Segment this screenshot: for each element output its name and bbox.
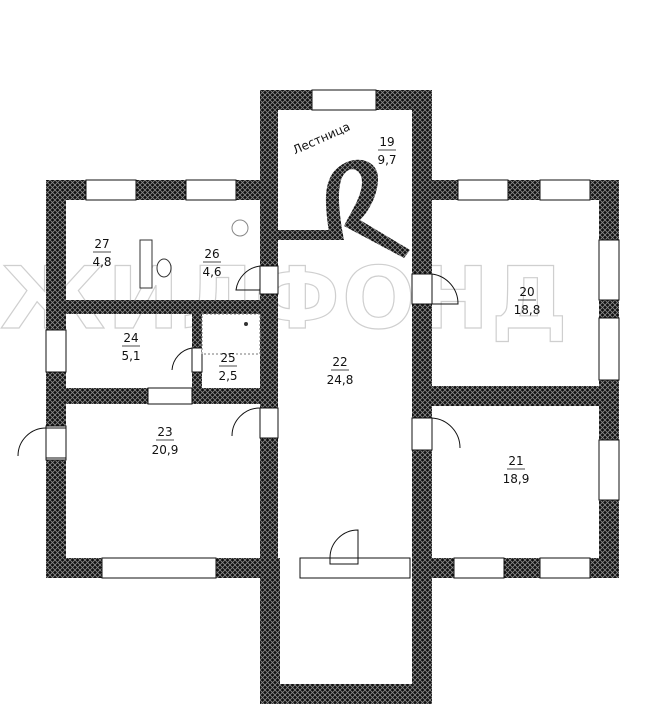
- fan: [231, 219, 249, 237]
- windows: [45, 89, 620, 579]
- room-label-25: 252,5: [218, 351, 237, 383]
- room-label-26: 264,6: [202, 247, 221, 279]
- room-area: 20,9: [152, 443, 179, 457]
- room-number: 23: [157, 425, 172, 439]
- room-number: 20: [519, 285, 534, 299]
- bathtub: [139, 239, 153, 289]
- window: [598, 439, 620, 501]
- window: [453, 557, 505, 579]
- window: [101, 557, 217, 579]
- room-area: 18,9: [503, 472, 530, 486]
- room-area: 4,6: [202, 265, 221, 279]
- room-number: 22: [332, 355, 347, 369]
- window: [457, 179, 509, 201]
- window: [539, 557, 591, 579]
- window: [45, 329, 67, 373]
- room-number: 27: [94, 237, 109, 251]
- room-area: 4,8: [92, 255, 111, 269]
- room-label-24: 245,1: [121, 331, 140, 363]
- window: [185, 179, 237, 201]
- doors: [17, 265, 461, 565]
- room-area: 18,8: [514, 303, 541, 317]
- room-area: 5,1: [121, 349, 140, 363]
- room-number: 19: [379, 135, 394, 149]
- room-label-27: 274,8: [92, 237, 111, 269]
- room-area: 2,5: [218, 369, 237, 383]
- room-area: 24,8: [327, 373, 354, 387]
- room-label-20: 20 18,8: [514, 285, 541, 317]
- stair-label: Лестница: [291, 120, 353, 158]
- window: [598, 317, 620, 381]
- watermark: ЖИЛФОНД: [0, 249, 570, 349]
- fixture-dot: [244, 322, 248, 326]
- window: [598, 239, 620, 301]
- staircase: [325, 159, 410, 258]
- toilet: [156, 258, 172, 278]
- window: [147, 387, 193, 405]
- room-area: 9,7: [377, 153, 396, 167]
- room-label-22: 22 24,8: [327, 355, 354, 387]
- window: [85, 179, 137, 201]
- room-number: 21: [508, 454, 523, 468]
- room-label-23: 23 20,9: [152, 425, 179, 457]
- window: [311, 89, 377, 111]
- room-number: 26: [204, 247, 219, 261]
- fixtures: [139, 219, 261, 355]
- window: [539, 179, 591, 201]
- room-number: 24: [123, 331, 138, 345]
- sink: [201, 313, 261, 355]
- room-number: 25: [220, 351, 235, 365]
- room-label-21: 21 18,9: [503, 454, 530, 486]
- room-label-19: 199,7: [377, 135, 396, 167]
